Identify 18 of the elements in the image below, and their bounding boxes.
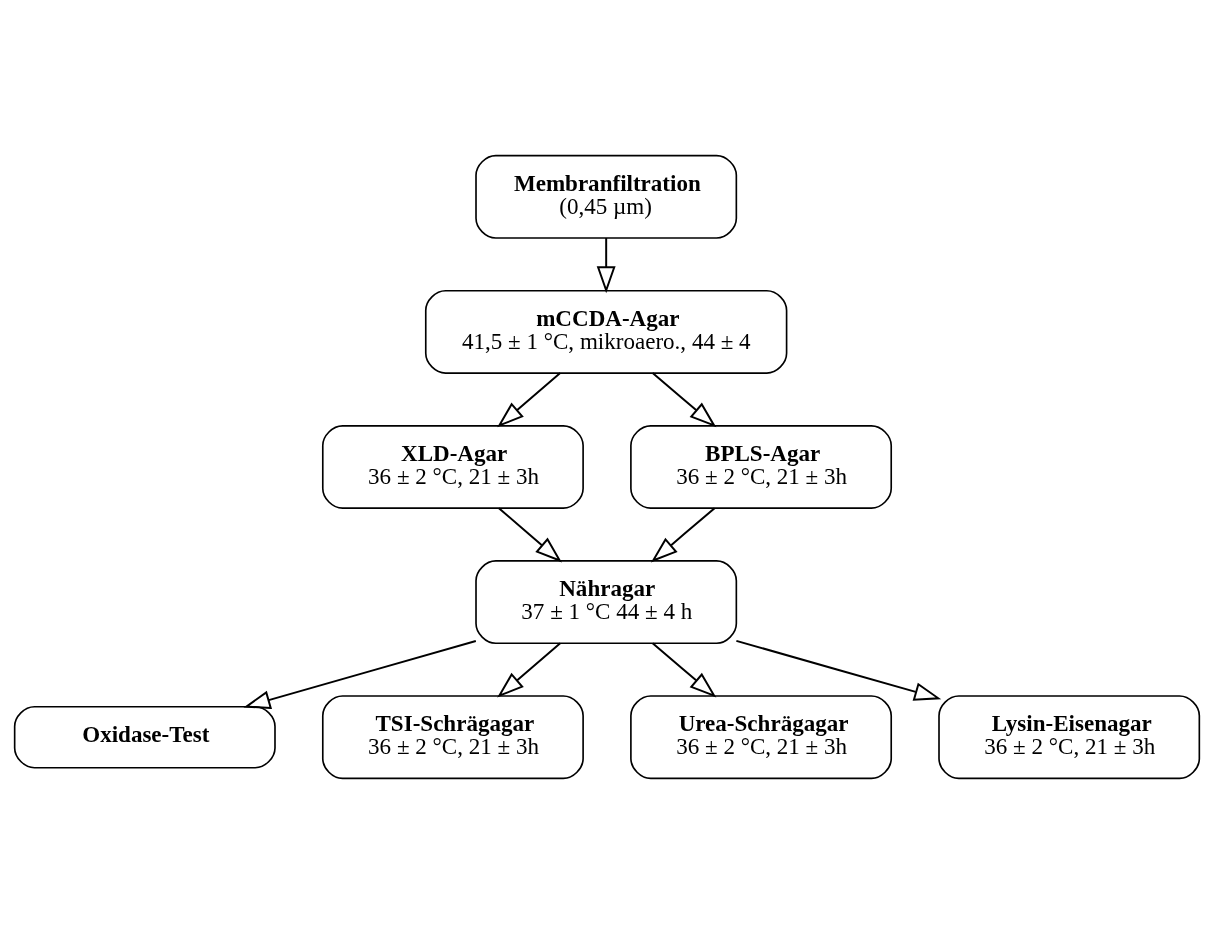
node-box: Oxidase-Test <box>13 705 276 769</box>
node-box: mCCDA-Agar 41,5 ± 1 °C, mikroaero., 44 ± 4 <box>424 289 788 374</box>
arrow <box>651 642 717 698</box>
arrow <box>497 372 562 428</box>
arrow <box>596 237 616 294</box>
node-box: XLD-Agar 36 ± 2 °C, 21 ± 3h <box>321 425 584 509</box>
arrow <box>497 642 562 698</box>
node-box: Membranfiltration (0,45 µm) <box>475 154 738 239</box>
node-box: Nähragar 37 ± 1 °C 44 ± 4 h <box>475 560 738 645</box>
node-box: TSI-Schrägagar 36 ± 2 °C, 21 ± 3h <box>321 695 584 780</box>
node-box: Lysin-Eisenagar 36 ± 2 °C, 21 ± 3h <box>938 695 1201 780</box>
arrow <box>735 639 942 701</box>
arrow <box>651 372 717 428</box>
node-box: BPLS-Agar 36 ± 2 °C, 21 ± 3h <box>630 425 893 509</box>
node-box: Urea-Schrägagar 36 ± 2 °C, 21 ± 3h <box>630 695 893 780</box>
arrow <box>497 507 562 563</box>
arrow <box>650 507 716 563</box>
arrow <box>243 640 477 710</box>
